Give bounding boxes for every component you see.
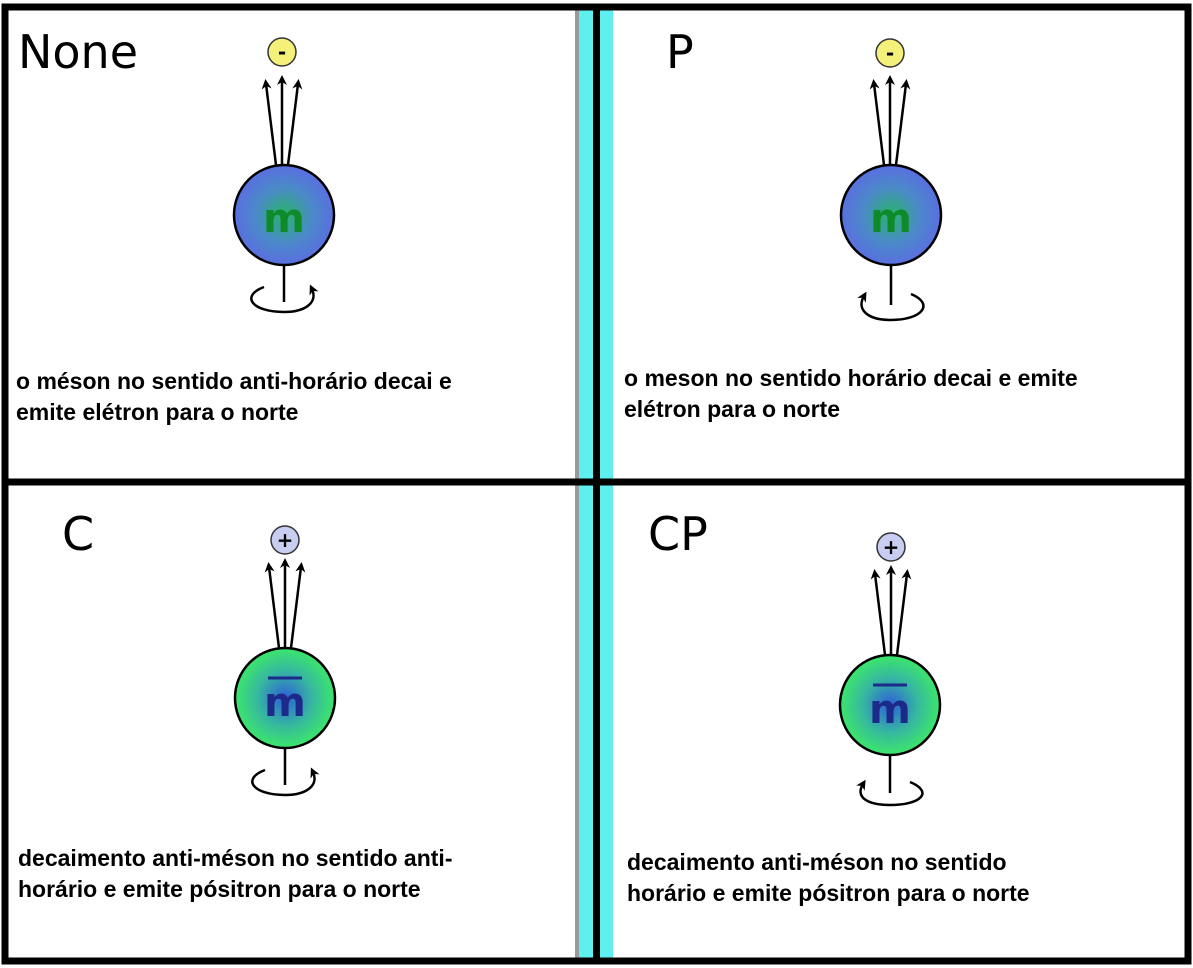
- electron-particle: -: [267, 37, 297, 67]
- positron-particle: +: [876, 532, 906, 562]
- panel-label-c: C: [62, 507, 94, 561]
- panel-label-p: P: [666, 25, 694, 79]
- emission-arrows: [264, 558, 306, 649]
- spin-axis: [856, 755, 924, 807]
- antimeson-letter: m: [264, 680, 306, 726]
- electron-particle: -: [875, 38, 905, 68]
- caption-cp: decaimento anti-méson no sentido horário…: [627, 849, 1030, 906]
- charge-sign: -: [886, 41, 894, 65]
- panel-none: None - m o méson no sentido anti-horário…: [16, 25, 458, 425]
- emission-arrows: [869, 75, 911, 166]
- spin-axis: [251, 748, 320, 797]
- caption-c: decaimento anti-méson no sentido anti- h…: [18, 845, 459, 902]
- panel-p: P - m o meson no sentido horário decai e…: [624, 25, 1084, 422]
- caption-p: o meson no sentido horário decai e emite…: [624, 365, 1084, 422]
- charge-sign: -: [278, 40, 286, 64]
- emission-arrows: [870, 565, 912, 656]
- meson-letter: m: [870, 196, 912, 242]
- charge-sign: +: [277, 528, 294, 552]
- spin-axis: [250, 265, 319, 314]
- spin-axis: [857, 265, 925, 322]
- charge-sign: +: [883, 535, 900, 559]
- meson-sphere: m: [232, 163, 336, 267]
- emission-arrows: [261, 75, 303, 166]
- caption-none: o méson no sentido anti-horário decai e …: [16, 368, 458, 425]
- meson-letter: m: [263, 196, 305, 242]
- panel-label-none: None: [18, 25, 138, 79]
- panel-c: C + m decaimento anti-méson no sentido a…: [18, 507, 459, 902]
- positron-particle: +: [270, 525, 300, 555]
- panel-cp: CP + m decaimento anti-méson no sentido …: [627, 507, 1030, 906]
- antimeson-sphere: m: [838, 653, 942, 757]
- panel-label-cp: CP: [648, 507, 708, 561]
- meson-sphere: m: [839, 163, 943, 267]
- antimeson-sphere: m: [233, 646, 337, 750]
- antimeson-letter: m: [869, 687, 911, 733]
- frame: [1, 3, 1192, 965]
